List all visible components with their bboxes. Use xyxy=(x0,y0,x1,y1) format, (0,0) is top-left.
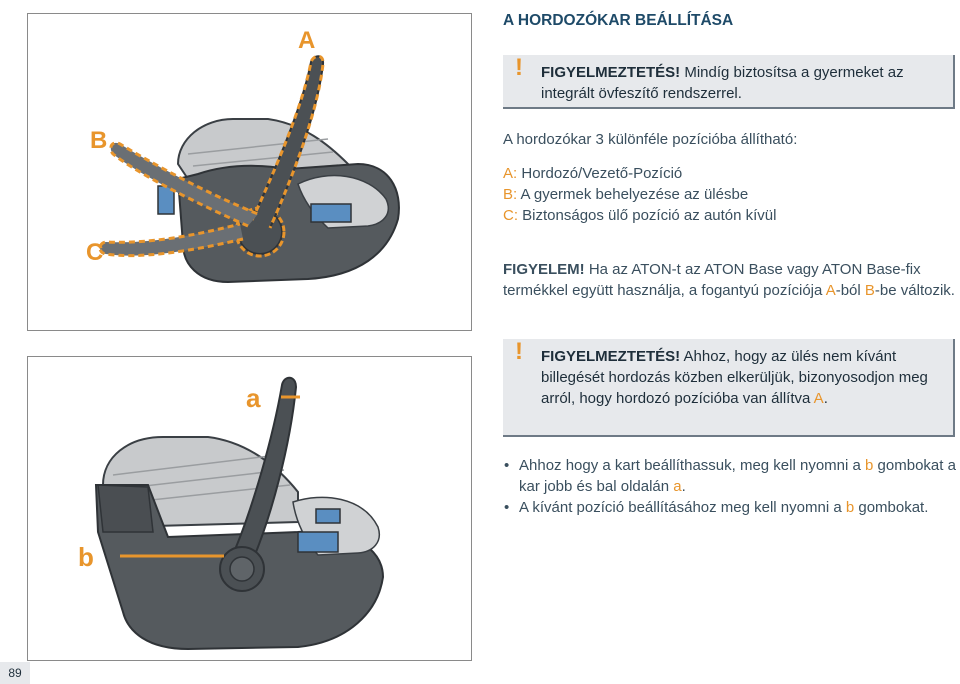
page-title: A HORDOZÓKAR BEÁLLÍTÁSA xyxy=(503,12,734,29)
belt-guide xyxy=(310,203,352,223)
warning-label: FIGYELMEZTETÉS! xyxy=(541,348,681,365)
warning-text: Ahhoz, hogy az ülés nem kívánt billegésé… xyxy=(541,348,928,407)
list-item: •Ahhoz hogy a kart beállíthassuk, meg ke… xyxy=(504,457,956,495)
label-b-small: b xyxy=(78,542,94,572)
handle-buttons-figure: a b xyxy=(27,356,472,661)
instruction-list: •Ahhoz hogy a kart beállíthassuk, meg ke… xyxy=(503,455,958,518)
warning-box-carry: ! FIGYELMEZTETÉS! Ahhoz, hogy az ülés ne… xyxy=(503,339,955,437)
warning-label: FIGYELMEZTETÉS! xyxy=(541,64,681,81)
carry-handle xyxy=(232,376,298,564)
car-seat-illustration-positions: A B C xyxy=(86,27,400,284)
position-b: B: A gyermek behelyezése az ülésbe xyxy=(503,186,749,203)
warning-box-belt: ! FIGYELMEZTETÉS! Mindíg biztosítsa a gy… xyxy=(503,55,955,109)
label-b: B xyxy=(90,127,107,154)
label-c: C xyxy=(86,239,103,266)
warning-text: Mindíg biztosítsa a gyermeket az integrá… xyxy=(541,64,904,102)
warning-icon: ! xyxy=(515,338,523,365)
label-a-small: a xyxy=(246,383,261,413)
positions-list: A: Hordozó/Vezető-Pozíció B: A gyermek b… xyxy=(503,163,958,226)
handle-position-c xyxy=(98,222,244,258)
list-item: •A kívánt pozíció beállításához meg kell… xyxy=(504,499,929,516)
intro-text: A hordozókar 3 különféle pozícióba állít… xyxy=(503,131,798,148)
page-number: 89 xyxy=(0,662,30,684)
position-a: A: Hordozó/Vezető-Pozíció xyxy=(503,165,683,182)
car-seat-illustration-buttons: a b xyxy=(78,376,385,651)
handle-position-b xyxy=(109,141,259,228)
warning-icon: ! xyxy=(515,54,523,81)
attention-note: FIGYELEM! Ha az ATON-t az ATON Base vagy… xyxy=(503,261,955,299)
belt-guide xyxy=(297,531,339,553)
position-c: C: Biztonságos ülő pozíció az autón kívü… xyxy=(503,207,777,224)
handle-positions-figure: A B C xyxy=(27,13,472,331)
label-a: A xyxy=(298,27,315,54)
